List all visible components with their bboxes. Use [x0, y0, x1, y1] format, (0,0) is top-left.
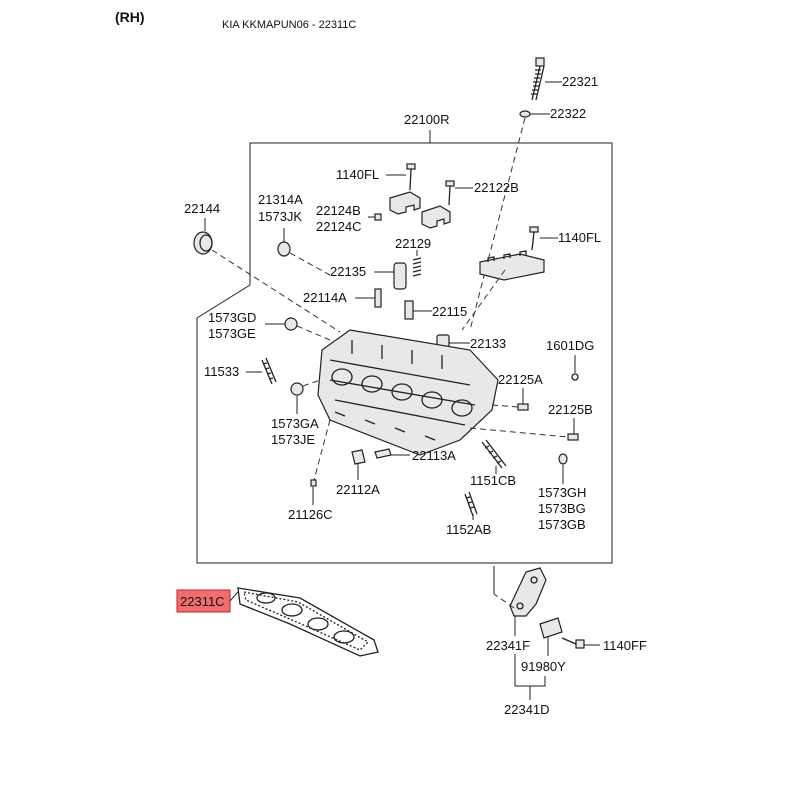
cam-cap-bolt-b: [445, 180, 455, 206]
stud-11533: [261, 357, 277, 385]
label-22124B: 22124B: [316, 203, 361, 218]
label-11533: 11533: [204, 364, 239, 379]
label-1573GA: 1573GA: [271, 416, 319, 431]
diagram-title: KIA KKMAPUN06 - 22311C: [222, 19, 356, 31]
cam-cap-bolt-c: [529, 226, 539, 251]
stud-1152AB: [464, 491, 478, 517]
valve-spring: [412, 257, 422, 277]
dowel-22125A: [517, 403, 529, 411]
bolt-washer: [519, 110, 531, 118]
cam-cap-b: [421, 205, 451, 229]
label-22115: 22115: [432, 304, 467, 319]
label-22129: 22129: [395, 236, 431, 251]
label-1140FL-b: 1140FL: [558, 230, 601, 245]
label-22144: 22144: [184, 201, 220, 216]
plug-gd-axis-line: [296, 325, 331, 341]
dowel-22124C: [374, 213, 382, 221]
label-22133: 22133: [470, 336, 506, 351]
plug-1573GD: [284, 317, 298, 331]
head-gasket: [237, 587, 379, 657]
leader-22311C: [229, 591, 239, 602]
label-22321: 22321: [562, 74, 598, 89]
label-22341F: 22341F: [486, 638, 530, 653]
label-1573JK: 1573JK: [258, 209, 302, 224]
label-1151CB: 1151CB: [470, 473, 516, 488]
label-22125A: 22125A: [498, 372, 543, 387]
head-bolt: [531, 57, 545, 101]
side-indicator: (RH): [115, 9, 145, 25]
label-1152AB: 1152AB: [446, 522, 491, 537]
label-1573GD: 1573GD: [208, 310, 256, 325]
hydraulic-lifter: [393, 262, 407, 290]
rail-axis-line: [461, 269, 506, 331]
valve-guide-b: [404, 300, 414, 320]
cylinder-head: [317, 329, 499, 456]
cam-cap-a: [389, 191, 421, 215]
label-21314A: 21314A: [258, 192, 303, 207]
label-22125B: 22125B: [548, 402, 593, 417]
label-22135: 22135: [330, 264, 366, 279]
pin-axis-line: [313, 419, 331, 481]
cam-cap-bolt-a: [406, 163, 416, 191]
dowel-a-axis-line: [491, 404, 519, 408]
label-22322: 22322: [550, 106, 586, 121]
engine-hanger: [509, 567, 547, 617]
label-91980Y: 91980Y: [521, 659, 566, 674]
assembly-frame: [196, 142, 613, 564]
plug-21314A: [277, 241, 291, 257]
plug-1573GH: [558, 453, 568, 465]
stud-1151CB: [481, 439, 507, 469]
dowel-b-axis-line: [469, 427, 569, 438]
label-1573GB: 1573GB: [538, 517, 586, 532]
oil-seal: [193, 231, 213, 255]
label-1140FL-a: 1140FL: [336, 167, 379, 182]
label-22112A: 22112A: [336, 482, 380, 497]
label-22113A: 22113A: [412, 448, 456, 463]
bolt-1140FF: [561, 637, 585, 649]
label-22122B: 22122B: [474, 180, 519, 195]
label-1573JE: 1573JE: [271, 432, 315, 447]
plug-1601DG: [571, 373, 579, 381]
plug-axis-line: [289, 252, 331, 276]
dowel-22125B: [567, 433, 579, 441]
label-22311C: 22311C: [180, 594, 225, 609]
plug-1573GA: [290, 382, 304, 396]
label-1573GE: 1573GE: [208, 326, 256, 341]
label-1573GH: 1573GH: [538, 485, 586, 500]
seal-22112A: [351, 449, 366, 465]
seal-axis-line: [211, 249, 341, 333]
valve-guide-a: [374, 288, 382, 308]
bearing-cap-rail: [479, 250, 545, 281]
seal-22113A: [374, 448, 392, 459]
label-22124C: 22124C: [316, 219, 362, 234]
label-22341D: 22341D: [504, 702, 550, 717]
bracket-91980Y: [539, 617, 563, 639]
label-22114A: 22114A: [303, 290, 347, 305]
bolt-axis-line: [469, 117, 526, 331]
dowel-21126C: [310, 479, 317, 487]
label-1573BG: 1573BG: [538, 501, 586, 516]
label-1140FF: 1140FF: [603, 638, 647, 653]
hanger-axis-line: [493, 593, 515, 609]
label-21126C: 21126C: [288, 507, 333, 522]
label-1601DG: 1601DG: [546, 338, 594, 353]
label-22100R: 22100R: [404, 112, 450, 127]
